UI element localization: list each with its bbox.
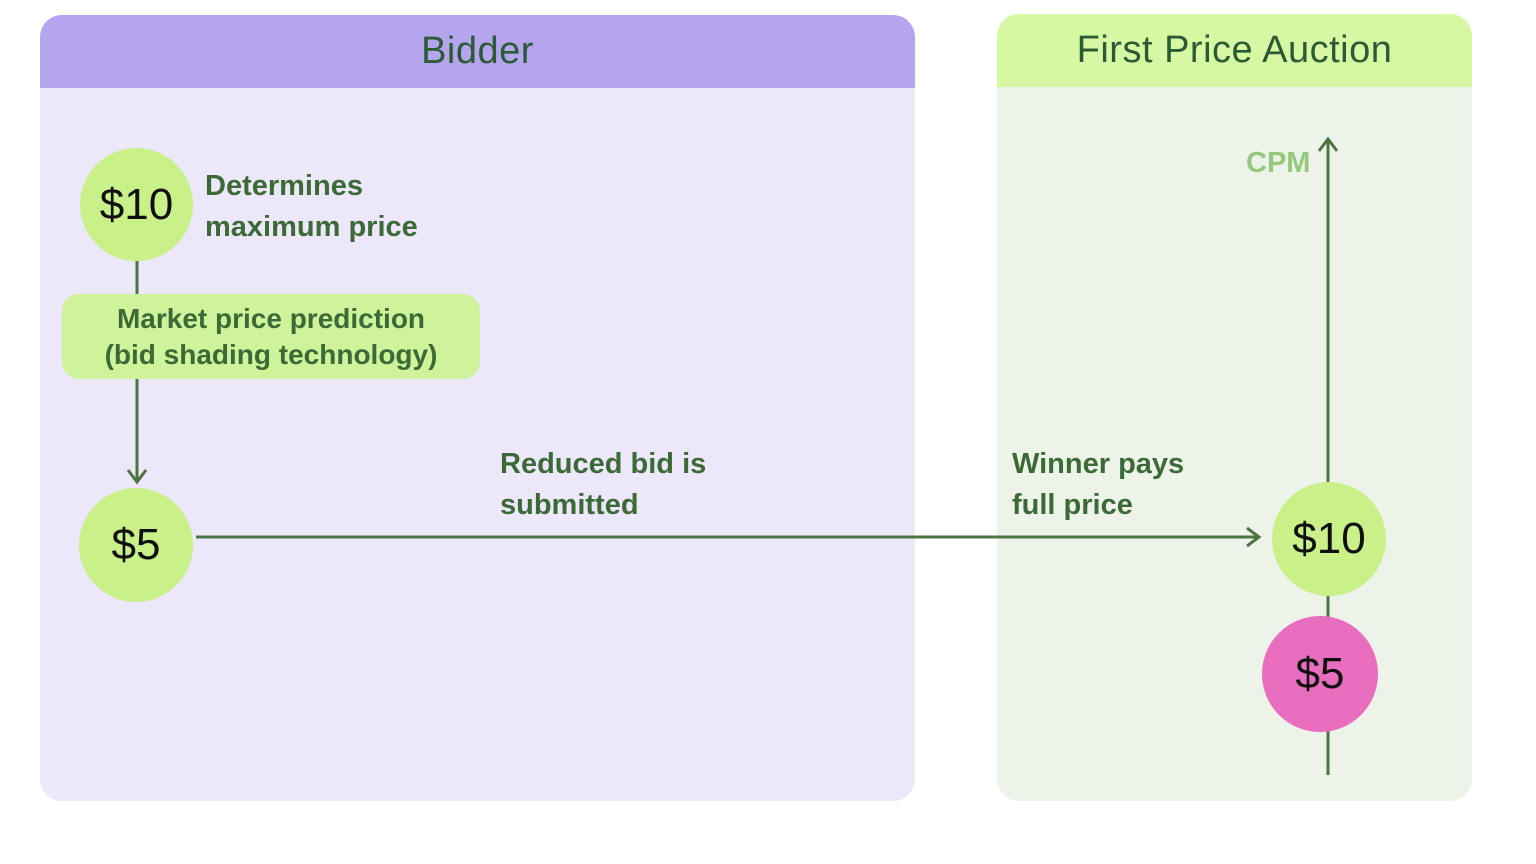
winning-bid-node: $10 <box>1272 482 1386 596</box>
reduced-bid-caption: Reduced bid is submitted <box>500 448 707 521</box>
shaded-bid-node: $5 <box>79 488 193 602</box>
bidder-panel: Bidder <box>40 15 915 801</box>
cpm-axis-label: CPM <box>1246 147 1311 179</box>
auction-panel-title: First Price Auction <box>997 14 1472 87</box>
market-price-prediction-box: Market price prediction (bid shading tec… <box>62 294 480 379</box>
shaded-price-point-node: $5 <box>1262 616 1378 732</box>
bidder-panel-title: Bidder <box>40 15 915 88</box>
auction-panel: First Price Auction <box>997 14 1472 801</box>
auction-panel-body <box>997 87 1472 801</box>
max-price-node: $10 <box>80 148 193 261</box>
max-price-caption: Determines maximum price <box>205 170 418 243</box>
winner-pays-caption: Winner pays full price <box>1012 448 1185 521</box>
